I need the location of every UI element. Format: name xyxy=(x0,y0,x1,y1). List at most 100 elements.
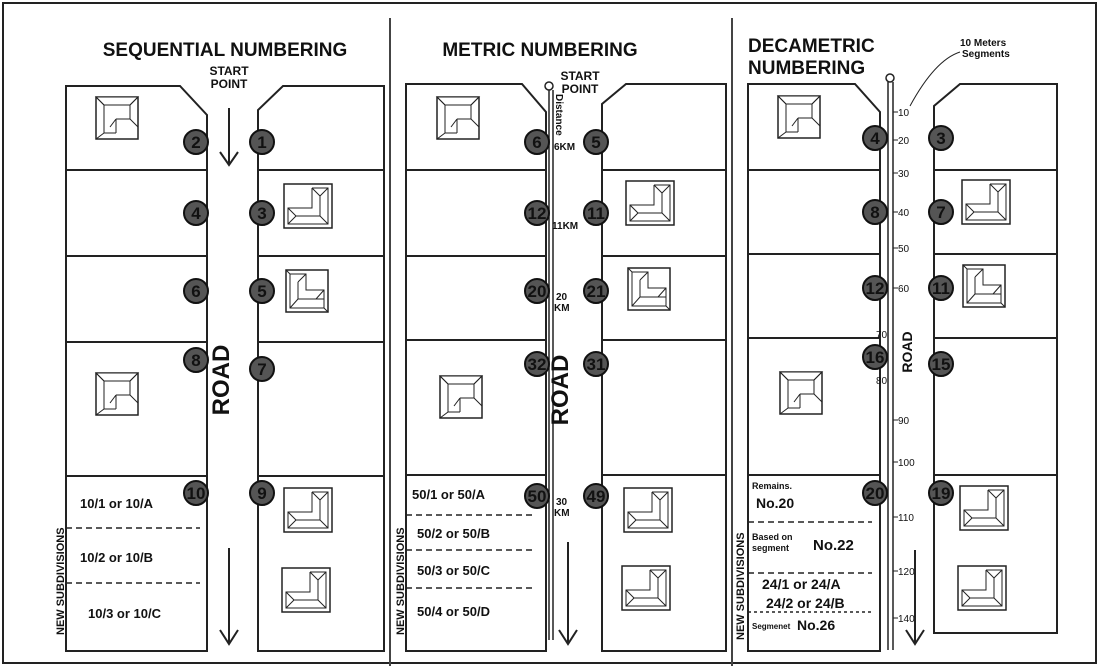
lot xyxy=(747,474,881,652)
svg-text:4: 4 xyxy=(191,204,201,223)
house-icon xyxy=(95,96,139,140)
sub-lot-label: 50/2 or 50/B xyxy=(417,526,490,541)
badge: 6 xyxy=(183,278,209,304)
svg-text:11: 11 xyxy=(932,279,950,298)
svg-text:4: 4 xyxy=(870,129,880,148)
sub-lot-label: 10/2 or 10/B xyxy=(80,550,153,565)
svg-text:12: 12 xyxy=(866,279,885,298)
lot xyxy=(257,341,385,477)
svg-text:8: 8 xyxy=(870,203,879,222)
svg-text:20: 20 xyxy=(866,484,885,503)
badge: 12 xyxy=(862,275,888,301)
panel-metric: METRIC NUMBERING START POINT Distance 6K… xyxy=(395,40,727,652)
house-icon xyxy=(283,183,333,229)
panel-title-metric: METRIC NUMBERING xyxy=(442,40,637,61)
badge: 10 xyxy=(183,480,209,506)
sub-lot-label: 24/2 or 24/B xyxy=(766,595,845,611)
lot xyxy=(257,85,385,171)
svg-text:6: 6 xyxy=(532,133,541,152)
lot xyxy=(747,253,881,339)
house-icon xyxy=(957,565,1007,611)
panel-title-decametric-line1: DECAMETRIC xyxy=(748,36,875,57)
badge: 8 xyxy=(862,199,888,225)
svg-text:7: 7 xyxy=(936,203,945,222)
lot-no26: No.26 xyxy=(797,617,835,633)
badge: 50 xyxy=(524,483,550,509)
house-icon xyxy=(625,180,675,226)
svg-text:16: 16 xyxy=(866,348,885,367)
svg-text:2: 2 xyxy=(191,133,200,152)
badge: 4 xyxy=(862,125,888,151)
svg-text:5: 5 xyxy=(257,282,266,301)
remains-label: Remains. xyxy=(752,481,792,491)
sub-lot-label: 50/3 or 50/C xyxy=(417,563,491,578)
badge: 31 xyxy=(583,351,609,377)
badge: 2 xyxy=(183,129,209,155)
start-point-line1: START xyxy=(560,69,600,83)
new-subdivisions-label: NEW SUBDIVISIONS xyxy=(735,532,747,640)
svg-text:3: 3 xyxy=(257,204,266,223)
svg-text:1: 1 xyxy=(257,133,266,152)
badge: 20 xyxy=(524,278,550,304)
start-marker xyxy=(885,73,895,83)
badge: 11 xyxy=(583,200,609,226)
svg-text:50: 50 xyxy=(528,487,547,506)
road-label: ROAD xyxy=(547,355,574,426)
svg-text:8: 8 xyxy=(191,351,200,370)
km-label: 11KM xyxy=(552,221,578,232)
arrow-down-icon xyxy=(219,629,239,646)
tick-label: 120 xyxy=(898,567,915,578)
house-icon xyxy=(962,264,1006,308)
lot xyxy=(933,83,1058,171)
house-icon xyxy=(281,567,331,613)
badge: 16 xyxy=(862,344,888,370)
lot xyxy=(601,83,727,171)
svg-text:11: 11 xyxy=(587,204,605,223)
tick-label: 60 xyxy=(898,284,910,295)
arrow-down-icon xyxy=(905,629,925,646)
arrow-down-icon xyxy=(558,629,578,646)
tick-label: 80 xyxy=(876,376,888,387)
tick-label: 40 xyxy=(898,208,910,219)
svg-text:32: 32 xyxy=(528,355,547,374)
badge: 7 xyxy=(928,199,954,225)
svg-text:9: 9 xyxy=(257,484,266,503)
sub-lot-label: 50/4 or 50/D xyxy=(417,604,490,619)
tick-label: 10 xyxy=(898,108,910,119)
km-label: 30 xyxy=(556,497,568,508)
panel-sequential: SEQUENTIAL NUMBERING START POINT ROAD 2 xyxy=(55,40,385,652)
km-label: KM xyxy=(554,508,570,519)
svg-text:5: 5 xyxy=(591,133,600,152)
badge: 9 xyxy=(249,480,275,506)
panel-title-sequential: SEQUENTIAL NUMBERING xyxy=(103,40,348,61)
house-icon xyxy=(439,375,483,419)
tick-label: 20 xyxy=(898,136,910,147)
svg-text:31: 31 xyxy=(587,355,606,374)
lot xyxy=(65,475,208,652)
start-point-line2: POINT xyxy=(211,77,248,91)
segment-note-line2: Segments xyxy=(962,49,1010,60)
lot-no22: No.22 xyxy=(813,537,854,554)
tick-label: 90 xyxy=(898,416,910,427)
segment-note-line1: 10 Meters xyxy=(960,38,1007,49)
badge: 7 xyxy=(249,356,275,382)
sub-lot-label: 10/1 or 10/A xyxy=(80,496,154,511)
svg-text:19: 19 xyxy=(932,484,951,503)
tick-label: 30 xyxy=(898,169,910,180)
ruler-ticks: 10 20 30 40 50 60 70 80 90 100 110 120 1… xyxy=(876,108,915,625)
sub-lot-label: 50/1 or 50/A xyxy=(412,487,486,502)
km-label: 6KM xyxy=(554,142,575,153)
svg-text:7: 7 xyxy=(257,360,266,379)
km-label: 20 xyxy=(556,292,568,303)
house-icon xyxy=(779,371,823,415)
badge: 4 xyxy=(183,200,209,226)
badge: 19 xyxy=(928,480,954,506)
svg-text:49: 49 xyxy=(587,487,606,506)
house-icon xyxy=(623,487,673,533)
house-icon xyxy=(95,372,139,416)
lot xyxy=(65,255,208,343)
house-icon xyxy=(627,267,671,311)
house-icon xyxy=(959,485,1009,531)
